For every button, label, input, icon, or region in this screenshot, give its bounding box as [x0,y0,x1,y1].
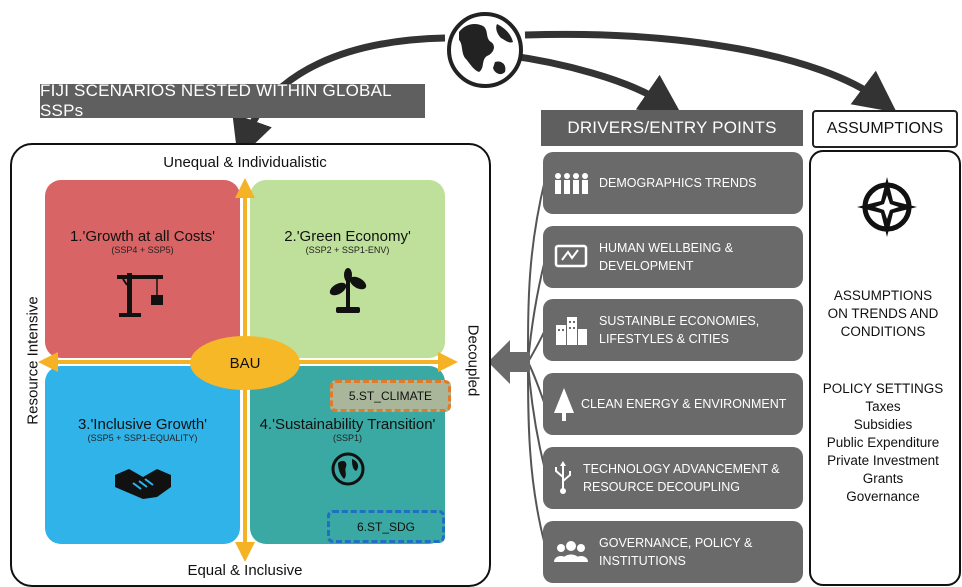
drivers-to-scenarios-arrow [488,340,530,384]
axis-right-label: Decoupled [464,324,482,397]
driver-label: DEMOGRAPHICS TRENDS [599,176,757,190]
bau-ellipse: BAU [190,336,300,390]
quadrant-growth-at-all-costs: 1.'Growth at all Costs' (SSP4 + SSP5) [45,180,240,358]
assumptions-trends-text: ASSUMPTIONS ON TRENDS AND CONDITIONS [827,288,939,339]
quadrant-title: 4.'Sustainability Transition' [259,416,436,433]
quadrant-subtitle: (SSP1) [332,433,362,443]
quadrant-title: 3.'Inclusive Growth' [77,416,208,433]
driver-label: CLEAN ENERGY & ENVIRONMENT [581,397,787,411]
quadrant-title: 1.'Growth at all Costs' [70,228,215,245]
buildings-icon [551,312,591,348]
driver-demographics: DEMOGRAPHICS TRENDS [543,152,803,214]
axis-arrows [38,178,458,562]
assumptions-header: ASSUMPTIONS [812,110,958,148]
quadrant-subtitle: (SSP5 + SSP1-EQUALITY) [87,433,198,443]
st-sdg-tag: 6.ST_SDG [327,510,445,543]
axis-bottom-label: Equal & Inclusive [187,562,303,579]
scenarios-banner: FIJI SCENARIOS NESTED WITHIN GLOBAL SSPs [40,81,425,120]
arrow-to-assumptions [524,30,897,113]
driver-label: GOVERNANCE, POLICY & INSTITUTIONS [599,536,753,568]
monitor-icon [551,239,591,275]
usb-icon [551,460,575,496]
handshake-icon [114,469,171,499]
driver-label: SUSTAINBLE ECONOMIES, LIFESTYLES & CITIE… [599,314,760,346]
quadrant-inclusive-growth: 3.'Inclusive Growth' (SSP5 + SSP1-EQUALI… [45,366,240,544]
driver-governance: GOVERNANCE, POLICY & INSTITUTIONS [543,521,803,583]
group-icon [551,534,591,570]
driver-bracket-bottom [527,361,546,546]
driver-sustainable-economies: SUSTAINBLE ECONOMIES, LIFESTYLES & CITIE… [543,299,803,361]
axis-top-label: Unequal & Individualistic [163,154,327,171]
driver-label: TECHNOLOGY ADVANCEMENT & RESOURCE DECOUP… [583,462,780,494]
world-globe-icon [447,12,523,88]
quadrant-subtitle: (SSP2 + SSP1-ENV) [305,245,390,255]
driver-technology: TECHNOLOGY ADVANCEMENT & RESOURCE DECOUP… [543,447,803,509]
seedling-icon [329,268,366,313]
tree-icon [551,386,577,422]
quadrant-subtitle: (SSP4 + SSP5) [111,245,174,255]
driver-bracket-top [527,179,546,363]
driver-human-wellbeing: HUMAN WELLBEING & DEVELOPMENT [543,226,803,288]
quadrant-green-economy: 2.'Green Economy' (SSP2 + SSP1-ENV) [250,180,445,358]
drivers-header: DRIVERS/ENTRY POINTS [541,110,803,146]
quadrant-title: 2.'Green Economy' [284,228,411,245]
people-icon [551,165,591,201]
policy-settings-text: POLICY SETTINGS Taxes Subsidies Public E… [822,381,944,504]
crane-icon [116,273,163,317]
driver-clean-energy: CLEAN ENERGY & ENVIRONMENT [543,373,803,435]
arrow-to-drivers [504,51,683,116]
globe-icon [331,452,364,486]
driver-label: HUMAN WELLBEING & DEVELOPMENT [599,241,734,273]
compass-icon [857,177,917,237]
st-climate-tag: 5.ST_CLIMATE [330,380,451,412]
axis-left-label: Resource Intensive [24,296,42,425]
